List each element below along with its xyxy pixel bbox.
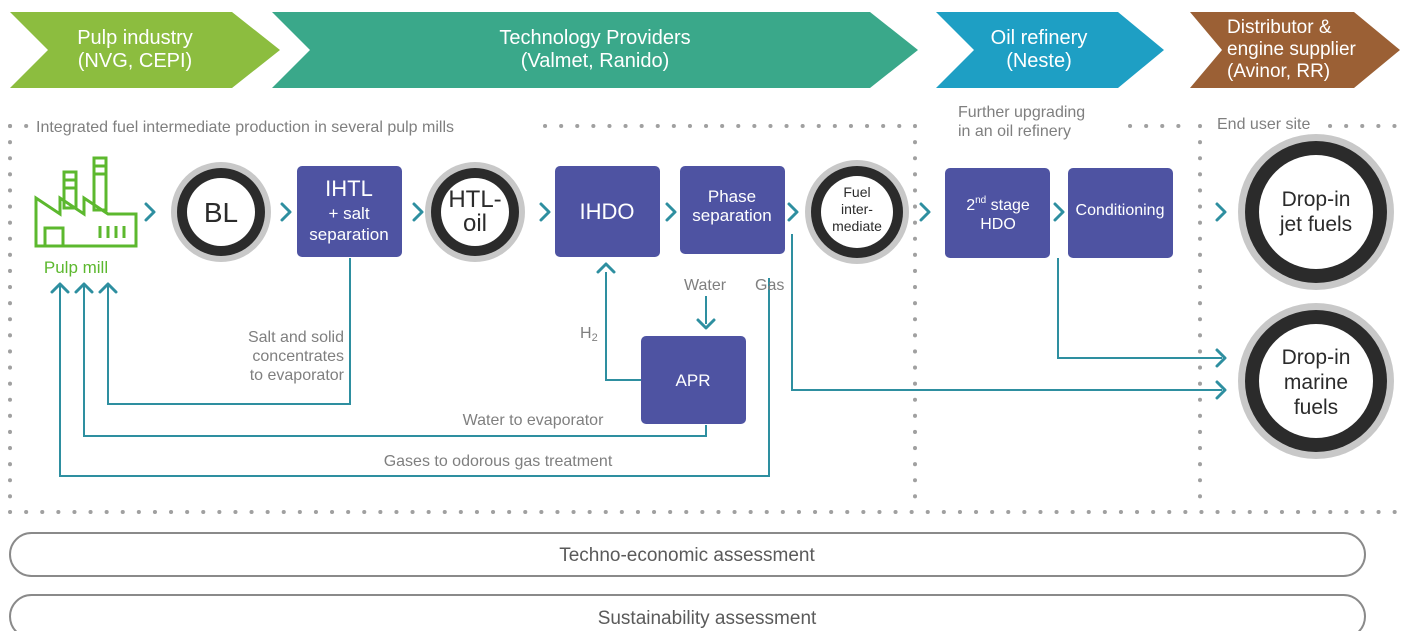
node-jet-line1: Drop-in: [1282, 188, 1351, 211]
sustainability-assessment-label: Sustainability assessment: [598, 608, 817, 629]
node-bl-label: BL: [204, 197, 238, 228]
box-ihdo-label: IHDO: [580, 199, 635, 224]
chevron-oil-refinery-title: Oil refinery: [991, 27, 1088, 49]
chevron-technology-providers-sub: (Valmet, Ranido): [521, 50, 670, 72]
node-drop-in-marine-fuels: Drop-in marine fuels: [1238, 303, 1394, 459]
node-fuel-intermediate: Fuel inter- mediate: [805, 160, 909, 264]
flow-to-marine-from-phase: [791, 234, 1222, 391]
chevron-pulp-industry-sub: (NVG, CEPI): [78, 50, 192, 72]
box-apr: APR: [641, 336, 746, 424]
node-htl-oil-line2: oil: [463, 210, 487, 237]
chevron-right-icon: [919, 202, 931, 222]
chevron-right-icon: [280, 202, 292, 222]
flow-gases-to-treatment: [59, 278, 770, 477]
flow-h2-to-ihdo: [605, 272, 641, 381]
box-conditioning: Conditioning: [1068, 168, 1173, 258]
chevron-right-icon: [412, 202, 424, 222]
chevron-right-icon: [665, 202, 677, 222]
node-fuel-line1: Fuel: [843, 184, 870, 200]
chevron-oil-refinery-sub: (Neste): [1006, 50, 1072, 72]
box-conditioning-label: Conditioning: [1076, 202, 1165, 219]
zone-refinery-label-line2: in an oil refinery: [958, 123, 1071, 140]
node-marine-line2: marine: [1284, 371, 1348, 394]
flow-arrowheads: [50, 262, 1227, 400]
node-jet-line2: jet fuels: [1279, 213, 1352, 236]
chevron-right-icon: [1215, 348, 1227, 368]
zone-integrated-label: Integrated fuel intermediate production …: [36, 119, 454, 136]
chevron-up-icon: [596, 262, 616, 274]
node-htl-oil: HTL- oil: [425, 162, 525, 262]
flow-label-water: Water: [684, 277, 727, 294]
chevron-down-icon: [696, 318, 716, 330]
node-marine-line1: Drop-in: [1282, 346, 1351, 369]
box-hdo2-line2: HDO: [980, 216, 1016, 233]
node-marine-line3: fuels: [1294, 396, 1338, 419]
chevron-distributor-line3: (Avinor, RR): [1227, 61, 1330, 82]
flow-lines: [59, 234, 1222, 477]
box-ihtl-line2: + salt: [328, 204, 369, 223]
node-fuel-line3: mediate: [832, 218, 882, 234]
forward-arrows: [144, 202, 1227, 222]
box-ihtl: IHTL + salt separation: [297, 166, 402, 257]
box-2nd-stage-hdo: 2nd stage HDO: [945, 168, 1050, 258]
flow-salt-to-evaporator: [107, 258, 351, 405]
chevron-right-icon: [1215, 202, 1227, 222]
stakeholder-chevrons: Pulp industry (NVG, CEPI) Technology Pro…: [10, 12, 1400, 88]
flow-label-gases-to-treatment: Gases to odorous gas treatment: [384, 453, 613, 470]
chevron-pulp-industry: [10, 12, 280, 88]
flow-label-water-to-evaporator: Water to evaporator: [463, 412, 604, 429]
flow-label-h2: H2: [580, 325, 598, 344]
techno-economic-assessment-label: Techno-economic assessment: [559, 545, 815, 566]
chevron-distributor-line2: engine supplier: [1227, 39, 1357, 60]
box-phase-separation: Phase separation: [680, 166, 785, 254]
node-bl: BL: [171, 162, 271, 262]
chevron-distributor: [1190, 12, 1400, 88]
flow-label-salt-line1: Salt and solid: [248, 329, 344, 346]
pulp-mill-label: Pulp mill: [44, 258, 108, 277]
zone-borders: [8, 124, 1402, 514]
box-ihtl-line1: IHTL: [325, 176, 373, 201]
sustainability-assessment-bar: Sustainability assessment: [9, 594, 1366, 631]
chevron-right-icon: [144, 202, 156, 222]
box-apr-label: APR: [676, 371, 711, 390]
chevron-pulp-industry-title: Pulp industry: [77, 27, 193, 49]
zone-refinery-label-line1: Further upgrading: [958, 104, 1085, 121]
flow-label-salt-line2: concentrates: [252, 348, 344, 365]
box-ihdo: IHDO: [555, 166, 660, 257]
chevron-right-icon: [1215, 380, 1227, 400]
chevron-oil-refinery: [936, 12, 1164, 88]
node-fuel-line2: inter-: [841, 201, 873, 217]
pulp-mill-factory-icon: [34, 156, 138, 248]
chevron-right-icon: [539, 202, 551, 222]
flow-water-to-evaporator: [83, 286, 707, 437]
chevron-distributor-line1: Distributor &: [1227, 17, 1332, 38]
box-ihtl-line3: separation: [309, 225, 388, 244]
box-phase-line1: Phase: [708, 187, 756, 206]
chevron-up-icon: [50, 282, 70, 294]
node-drop-in-jet-fuels: Drop-in jet fuels: [1238, 134, 1394, 290]
chevron-technology-providers-title: Technology Providers: [499, 27, 690, 49]
flow-to-marine-from-conditioning: [1057, 258, 1222, 359]
chevron-technology-providers: [272, 12, 918, 88]
zone-enduser-label: End user site: [1217, 116, 1310, 133]
box-hdo2-line1: 2nd stage: [966, 195, 1030, 214]
chevron-up-icon: [98, 282, 118, 294]
flow-label-salt-line3: to evaporator: [250, 367, 345, 384]
chevron-up-icon: [74, 282, 94, 294]
chevron-right-icon: [1053, 202, 1065, 222]
flow-label-gas: Gas: [755, 277, 784, 294]
chevron-right-icon: [787, 202, 799, 222]
techno-economic-assessment-bar: Techno-economic assessment: [9, 532, 1366, 577]
node-htl-oil-line1: HTL-: [448, 186, 501, 213]
box-phase-line2: separation: [692, 206, 771, 225]
